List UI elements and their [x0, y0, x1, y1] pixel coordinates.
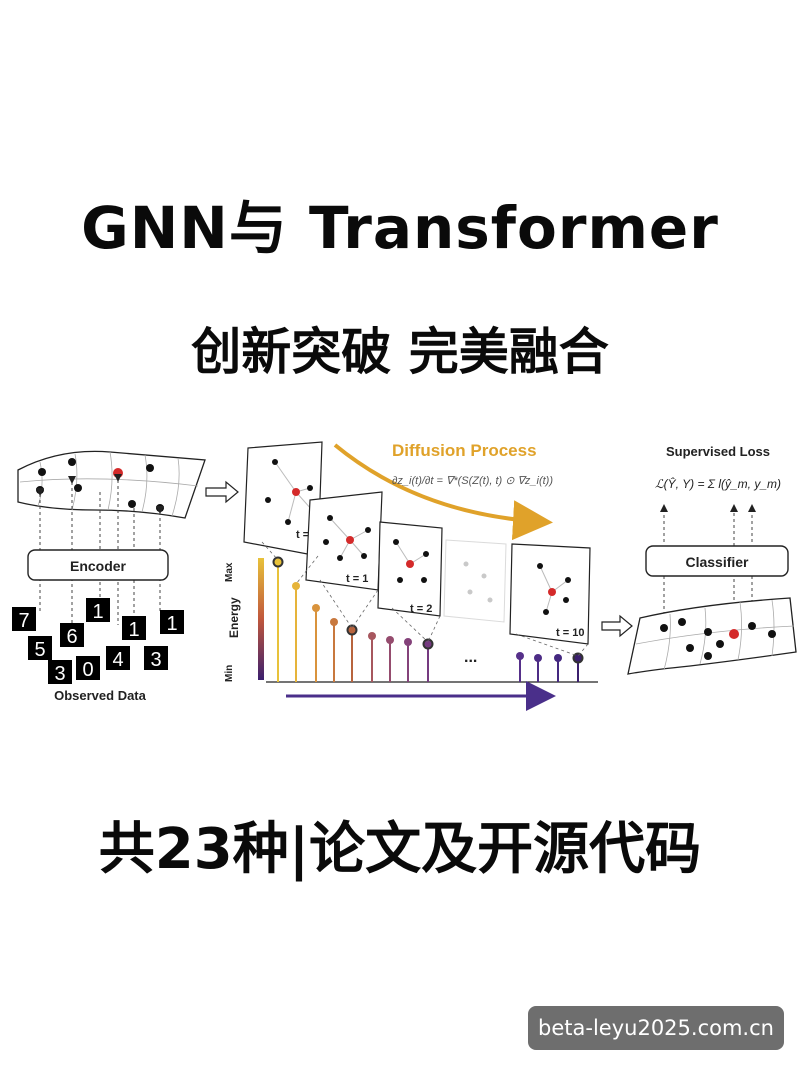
digit-3: 1 — [128, 619, 139, 641]
latent-manifold-right — [627, 597, 797, 675]
diffusion-title: Diffusion Process — [392, 441, 537, 460]
diffusion-equation: ∂z_i(t)/∂t = ∇*(S(Z(t), t) ⊙ ∇z_i(t)) — [392, 475, 553, 487]
observed-data-label: Observed Data — [54, 688, 147, 703]
time-label-2: t = 2 — [410, 603, 432, 615]
supervised-loss-label: Supervised Loss — [666, 444, 770, 459]
energy-gradient-bar — [258, 558, 264, 680]
digit-7: 3 — [54, 663, 65, 685]
graph-panel-t1: t = 1 — [305, 491, 383, 591]
energy-stems — [272, 556, 584, 682]
latent-manifold-left — [17, 450, 206, 519]
panel-connectors — [261, 541, 589, 657]
watermark-badge: beta-leyu2025.com.cn — [528, 1006, 784, 1050]
encoder-box: Encoder — [27, 549, 169, 581]
graph-panel-faded — [443, 539, 507, 623]
diffusion-curve-arrow — [333, 443, 553, 541]
method-diagram: Encoder 7 6 1 1 1 5 3 3 0 4 Observed Dat… — [12, 441, 797, 711]
digit-4: 1 — [166, 613, 177, 635]
time-label-3: t = 10 — [556, 627, 584, 639]
arrow-to-classifier — [601, 614, 633, 638]
arrow-to-diffusion — [205, 480, 239, 504]
time-label-1: t = 1 — [346, 573, 368, 585]
classifier-box: Classifier — [645, 545, 789, 577]
digit-samples: 7 6 1 1 1 5 3 3 0 4 — [12, 598, 184, 685]
digit-6: 3 — [150, 649, 161, 671]
paper-count-banner: 共23种|论文及开源代码 — [98, 817, 702, 882]
digit-1: 6 — [66, 626, 77, 648]
energy-axis-label: Energy — [227, 597, 241, 638]
energy-max-label: Max — [224, 562, 235, 582]
digit-9: 4 — [112, 649, 123, 671]
graph-panel-t10: t = 10 — [509, 543, 591, 645]
loss-equation: ℒ(Ŷ, Y) = Σ l(ŷ_m, y_m) — [655, 476, 781, 491]
middle-ellipsis: ... — [464, 649, 477, 666]
graph-panel-t2: t = 2 — [377, 521, 443, 617]
page-subtitle: 创新突破 完美融合 — [191, 323, 609, 381]
digit-2: 1 — [92, 601, 103, 623]
digit-0: 7 — [18, 610, 29, 632]
energy-min-label: Min — [224, 665, 235, 682]
digit-5: 5 — [34, 639, 45, 661]
encoder-label: Encoder — [70, 558, 127, 574]
digit-8: 0 — [82, 659, 93, 681]
page-title: GNN与 Transformer — [81, 194, 719, 262]
classifier-label: Classifier — [685, 554, 749, 570]
